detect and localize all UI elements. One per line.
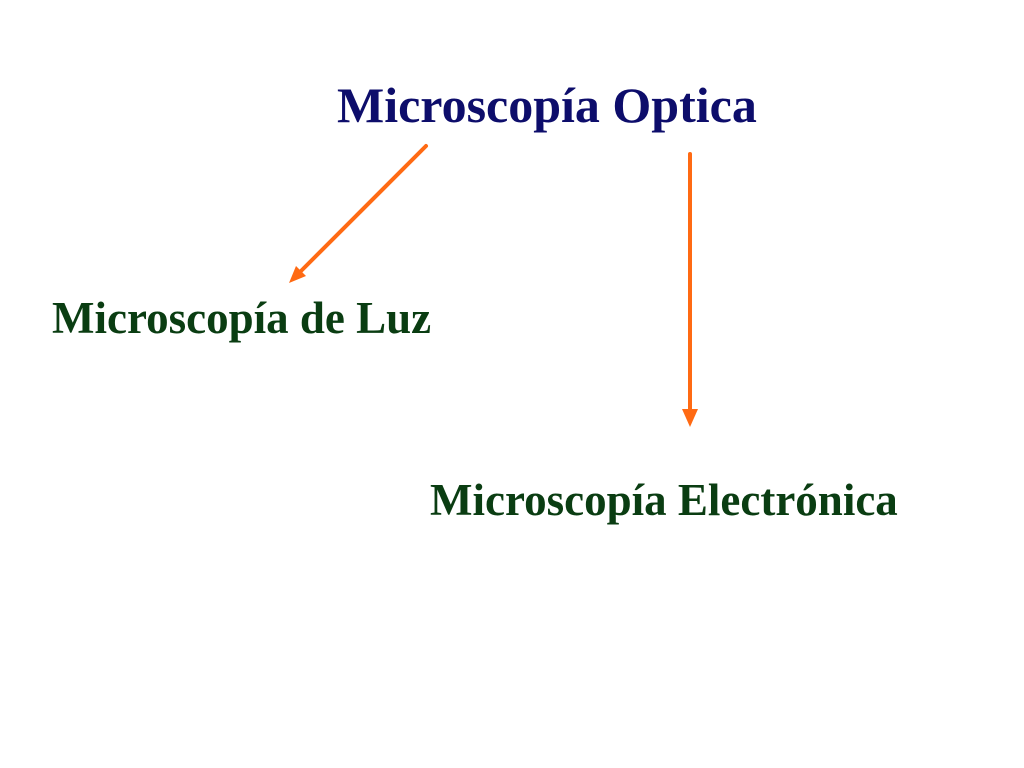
arrow-to-luz [289,144,428,283]
arrowhead-luz [289,266,306,283]
branch-node-electronica-label: Microscopía Electrónica [430,475,898,525]
arrow-to-electronica [682,152,698,427]
arrowhead-electronica [682,409,698,427]
root-node-label: Microscopía Optica [337,77,757,133]
branch-node-luz-label: Microscopía de Luz [52,293,432,343]
arrow-shaft-luz [299,144,428,273]
